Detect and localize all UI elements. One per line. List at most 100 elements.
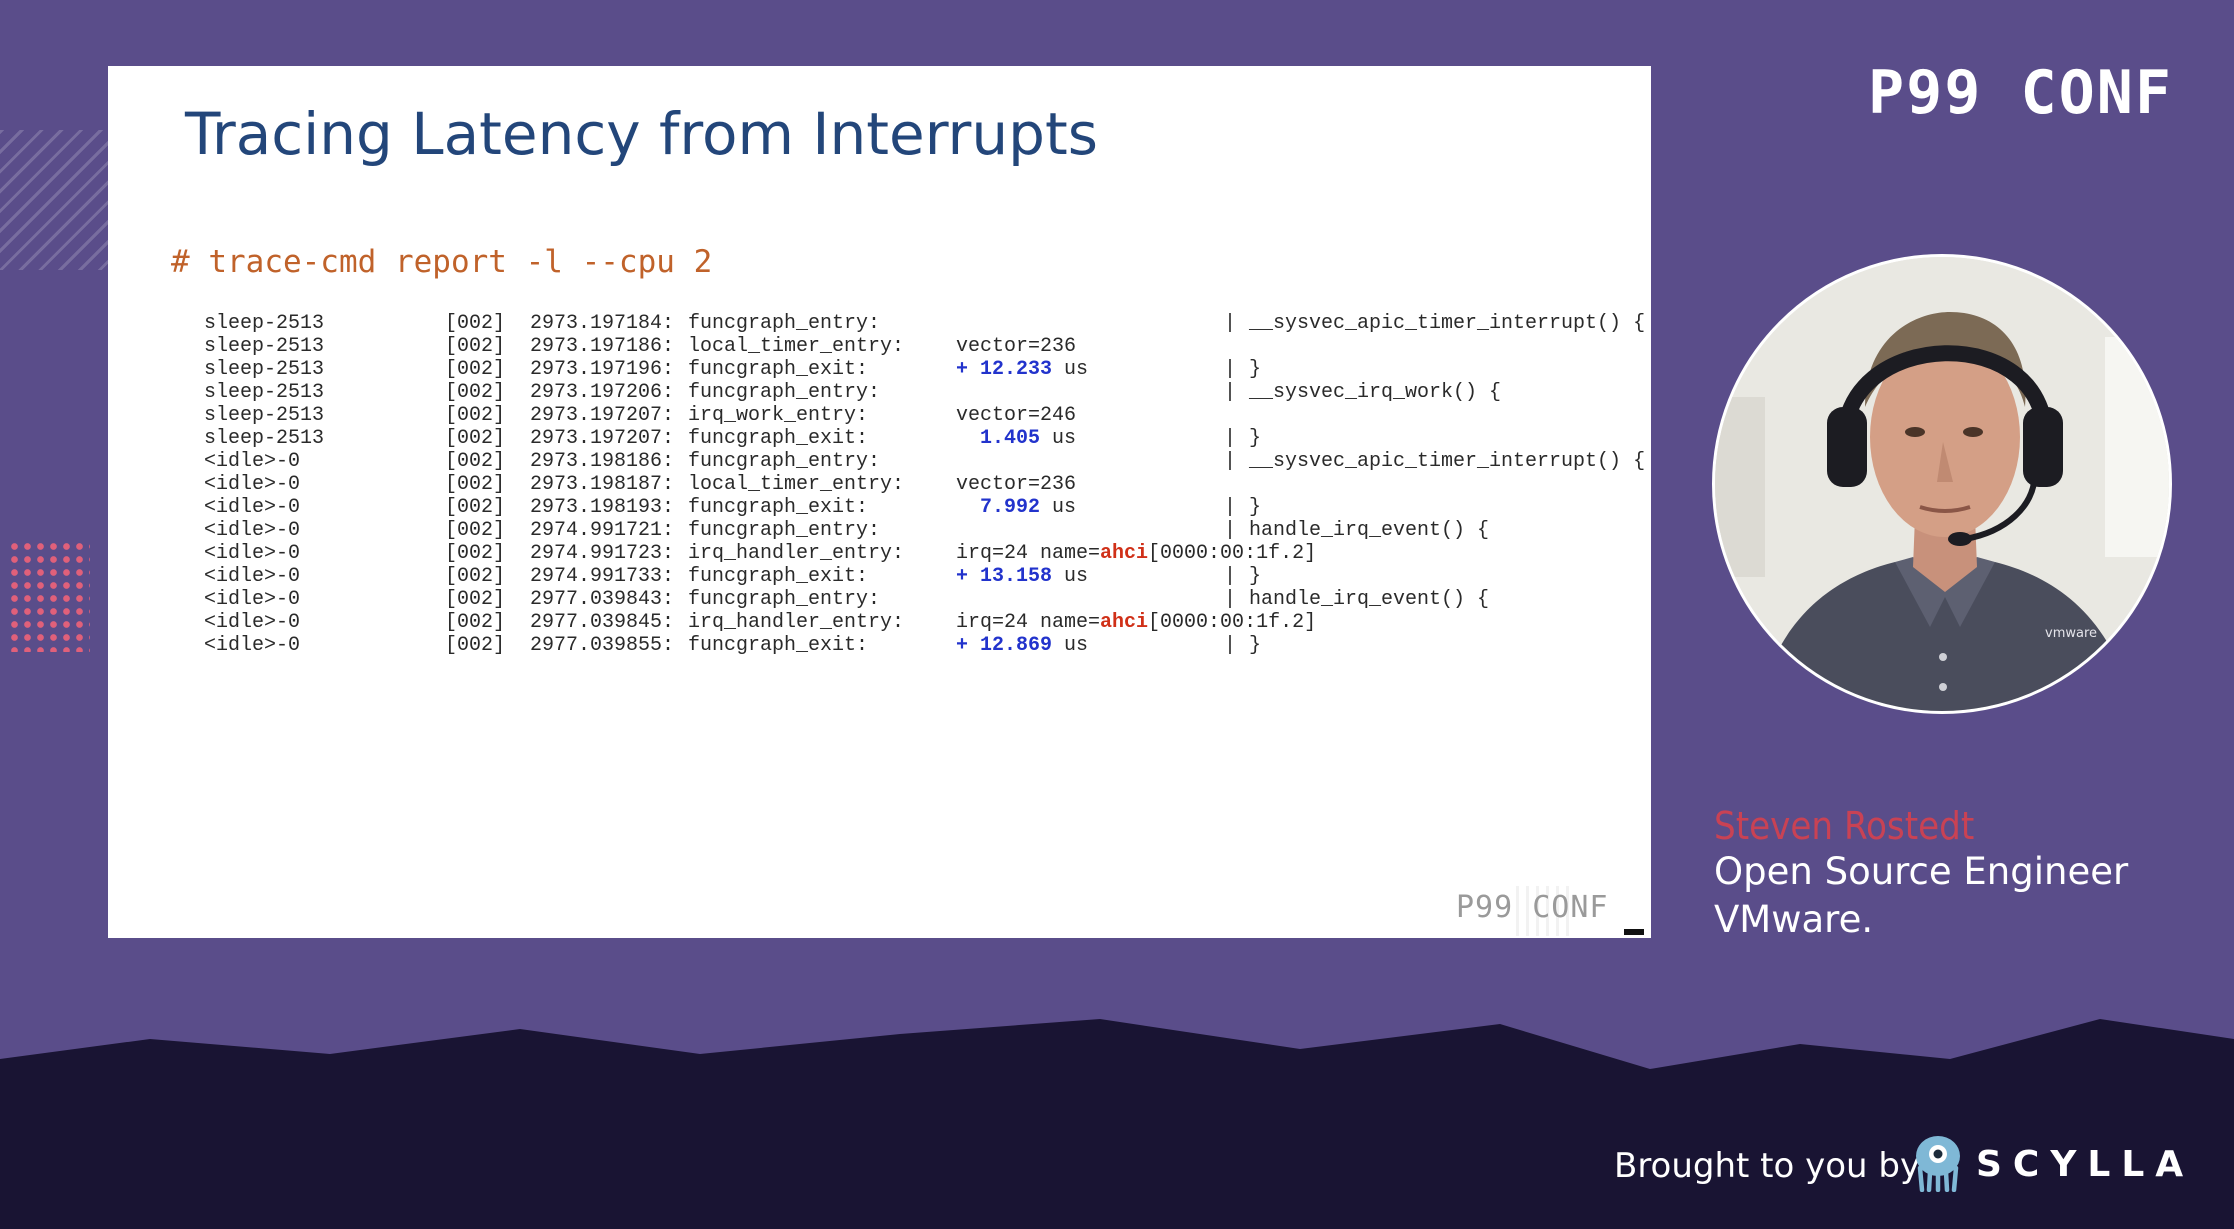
trace-cpu: [002] [445, 427, 506, 450]
trace-duration-unit: us [1052, 565, 1089, 588]
slide-conference-logo: P99 CONF [1456, 890, 1609, 925]
trace-duration-unit: us [1052, 634, 1089, 657]
trace-separator: | [1224, 312, 1237, 335]
trace-function: } [1249, 634, 1262, 657]
trace-separator: | [1224, 381, 1237, 404]
sponsor-name: SCYLLA [1976, 1144, 2195, 1185]
trace-cpu: [002] [445, 404, 506, 427]
trace-event: funcgraph_entry: [688, 519, 881, 542]
trace-task: sleep-2513 [204, 358, 325, 381]
trace-separator: | [1224, 450, 1237, 473]
trace-info-text: irq=24 name= [956, 542, 1101, 565]
trace-timestamp: 2973.197184: [530, 312, 675, 335]
trace-function: handle_irq_event() { [1249, 588, 1490, 611]
trace-timestamp: 2973.197196: [530, 358, 675, 381]
trace-duration-unit: us [1040, 427, 1077, 450]
trace-timestamp: 2977.039855: [530, 634, 675, 657]
trace-task: <idle>-0 [204, 565, 301, 588]
trace-task: sleep-2513 [204, 335, 325, 358]
trace-task: <idle>-0 [204, 634, 301, 657]
trace-info: 7.992 us [956, 496, 1076, 519]
speaker-portrait: vmware [1715, 257, 2169, 711]
trace-timestamp: 2977.039845: [530, 611, 675, 634]
trace-cpu: [002] [445, 450, 506, 473]
trace-info: + 12.233 us [956, 358, 1088, 381]
trace-highlight: ahci [1100, 542, 1149, 565]
trace-info-text: vector=236 [956, 473, 1077, 496]
trace-timestamp: 2973.197206: [530, 381, 675, 404]
trace-duration-unit: us [1052, 358, 1089, 381]
trace-timestamp: 2973.197186: [530, 335, 675, 358]
shirt-logo: vmware [2045, 626, 2097, 641]
trace-info-text: vector=246 [956, 404, 1077, 427]
trace-duration: + 12.869 [956, 634, 1053, 657]
trace-event: funcgraph_entry: [688, 588, 881, 611]
trace-duration: + 13.158 [956, 565, 1053, 588]
trace-cpu: [002] [445, 519, 506, 542]
trace-cpu: [002] [445, 312, 506, 335]
trace-duration-unit: us [1040, 496, 1077, 519]
trace-info-text: vector=236 [956, 335, 1077, 358]
mountain-silhouette [0, 1019, 2234, 1229]
trace-info: vector=246 [956, 404, 1076, 427]
decorative-dot-grid [8, 540, 90, 652]
trace-task: sleep-2513 [204, 381, 325, 404]
trace-task: <idle>-0 [204, 519, 301, 542]
trace-info: + 12.869 us [956, 634, 1088, 657]
trace-cpu: [002] [445, 565, 506, 588]
trace-function: __sysvec_irq_work() { [1249, 381, 1502, 404]
trace-event: funcgraph_exit: [688, 634, 869, 657]
trace-info-text: irq=24 name= [956, 611, 1101, 634]
trace-function: } [1249, 358, 1262, 381]
sponsor-prefix: Brought to you by [1614, 1146, 1921, 1186]
trace-separator: | [1224, 358, 1237, 381]
trace-info: irq=24 name=ahci[0000:00:1f.2] [956, 542, 1316, 565]
trace-task: sleep-2513 [204, 404, 325, 427]
trace-timestamp: 2974.991723: [530, 542, 675, 565]
trace-info: + 13.158 us [956, 565, 1088, 588]
trace-event: local_timer_entry: [688, 335, 905, 358]
trace-cpu: [002] [445, 473, 506, 496]
trace-separator: | [1224, 496, 1237, 519]
trace-separator: | [1224, 565, 1237, 588]
trace-event: irq_handler_entry: [688, 611, 905, 634]
trace-event: local_timer_entry: [688, 473, 905, 496]
trace-timestamp: 2973.197207: [530, 404, 675, 427]
trace-timestamp: 2974.991721: [530, 519, 675, 542]
trace-task: <idle>-0 [204, 473, 301, 496]
trace-timestamp: 2974.991733: [530, 565, 675, 588]
trace-function: handle_irq_event() { [1249, 519, 1490, 542]
trace-event: funcgraph_entry: [688, 312, 881, 335]
trace-timestamp: 2973.198186: [530, 450, 675, 473]
trace-timestamp: 2977.039843: [530, 588, 675, 611]
trace-command: # trace-cmd report -l --cpu 2 [171, 244, 713, 280]
trace-timestamp: 2973.197207: [530, 427, 675, 450]
trace-event: irq_work_entry: [688, 404, 869, 427]
trace-cpu: [002] [445, 335, 506, 358]
trace-task: <idle>-0 [204, 611, 301, 634]
trace-event: funcgraph_exit: [688, 358, 869, 381]
trace-event: funcgraph_exit: [688, 565, 869, 588]
trace-task: <idle>-0 [204, 588, 301, 611]
speaker-company: VMware. [1714, 898, 1874, 941]
trace-event: funcgraph_exit: [688, 496, 869, 519]
speaker-video-avatar: vmware [1712, 254, 2172, 714]
speaker-name: Steven Rostedt [1714, 804, 1975, 848]
trace-function: } [1249, 427, 1262, 450]
trace-info-suffix: [0000:00:1f.2] [1148, 542, 1317, 565]
trace-cpu: [002] [445, 381, 506, 404]
trace-event: funcgraph_entry: [688, 450, 881, 473]
trace-cpu: [002] [445, 358, 506, 381]
trace-info: irq=24 name=ahci[0000:00:1f.2] [956, 611, 1316, 634]
trace-timestamp: 2973.198187: [530, 473, 675, 496]
trace-event: irq_handler_entry: [688, 542, 905, 565]
trace-separator: | [1224, 588, 1237, 611]
trace-function: } [1249, 496, 1262, 519]
presentation-slide: Tracing Latency from Interrupts # trace-… [108, 66, 1651, 938]
trace-info-suffix: [0000:00:1f.2] [1148, 611, 1317, 634]
speaker-role: Open Source Engineer [1714, 850, 2129, 893]
trace-cpu: [002] [445, 496, 506, 519]
terminal-cursor [1624, 929, 1644, 935]
trace-duration: 1.405 [956, 427, 1041, 450]
trace-duration: 7.992 [956, 496, 1041, 519]
